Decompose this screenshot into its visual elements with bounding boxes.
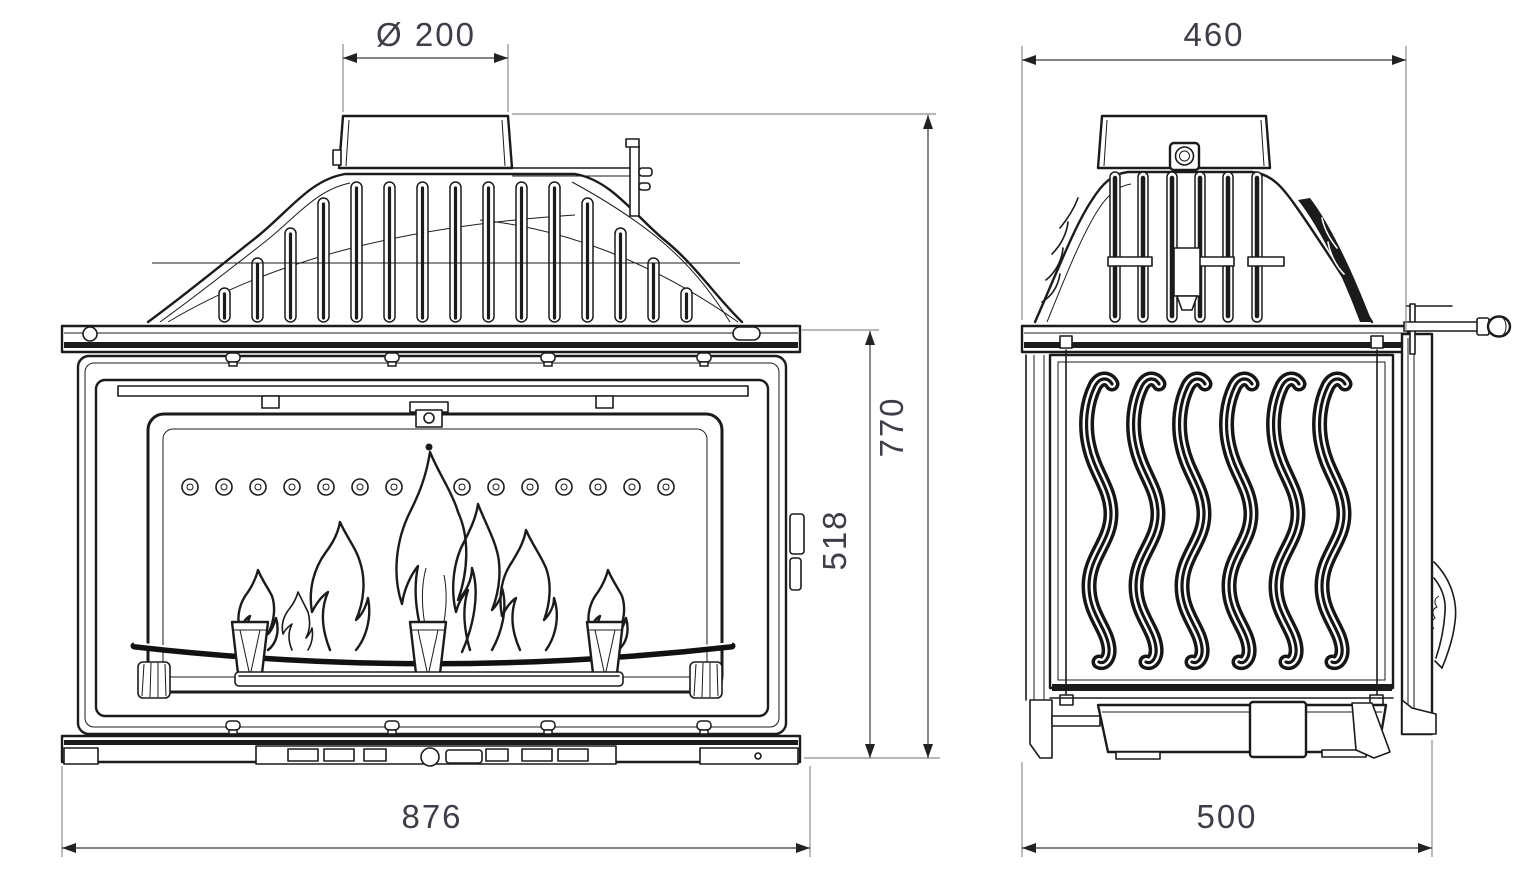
dimension-front-width: 876 bbox=[61, 766, 811, 857]
handle-rod-icon bbox=[1403, 303, 1512, 355]
dome-ribs-side bbox=[1109, 171, 1263, 323]
dimension-total-height: 770 bbox=[512, 113, 940, 759]
base-side bbox=[1029, 684, 1394, 760]
dim-label-flue-diameter: Ø 200 bbox=[376, 16, 476, 53]
dimension-depth-bottom: 500 bbox=[1021, 740, 1433, 857]
ash-knob-icon bbox=[420, 747, 440, 767]
base-front bbox=[60, 720, 802, 767]
door-latch-icon bbox=[409, 401, 449, 451]
dim-label-depth-bottom: 500 bbox=[1196, 798, 1257, 835]
ribbed-block-icon bbox=[689, 661, 723, 699]
heat-dome-side bbox=[1033, 170, 1374, 324]
lifting-eye-icon bbox=[1168, 141, 1201, 172]
door-edge-side bbox=[1400, 303, 1512, 736]
leg-icon bbox=[1029, 699, 1053, 759]
side-panel bbox=[1025, 353, 1395, 701]
dome-fins-front bbox=[218, 181, 693, 323]
side-view bbox=[1020, 114, 1512, 760]
door-grip-icon bbox=[1431, 561, 1457, 669]
front-view bbox=[60, 114, 805, 767]
leg-icon bbox=[1351, 702, 1391, 759]
tie-rods bbox=[1059, 349, 1384, 706]
dim-label-depth-top: 460 bbox=[1183, 16, 1244, 53]
top-plate-side bbox=[1020, 324, 1410, 354]
dimension-depth-top: 460 bbox=[1021, 16, 1407, 331]
dimension-flue-diameter: Ø 200 bbox=[342, 16, 509, 112]
dimensions: Ø 200 460 770 518 bbox=[61, 16, 1433, 857]
heat-dome-front bbox=[146, 172, 744, 324]
mounting-bracket-icon bbox=[511, 138, 653, 217]
dim-label-firebox-height: 518 bbox=[816, 509, 853, 570]
side-latch-icon bbox=[789, 513, 805, 591]
log-retainer bbox=[130, 620, 736, 699]
dim-label-total-height: 770 bbox=[873, 396, 910, 457]
ribbed-block-icon bbox=[137, 661, 171, 699]
flue-collar-front-icon bbox=[332, 114, 514, 170]
glass-air-holes bbox=[181, 478, 675, 496]
top-plate-front bbox=[60, 324, 802, 354]
dimension-firebox-height: 518 bbox=[802, 329, 879, 758]
dim-label-front-width: 876 bbox=[401, 798, 462, 835]
